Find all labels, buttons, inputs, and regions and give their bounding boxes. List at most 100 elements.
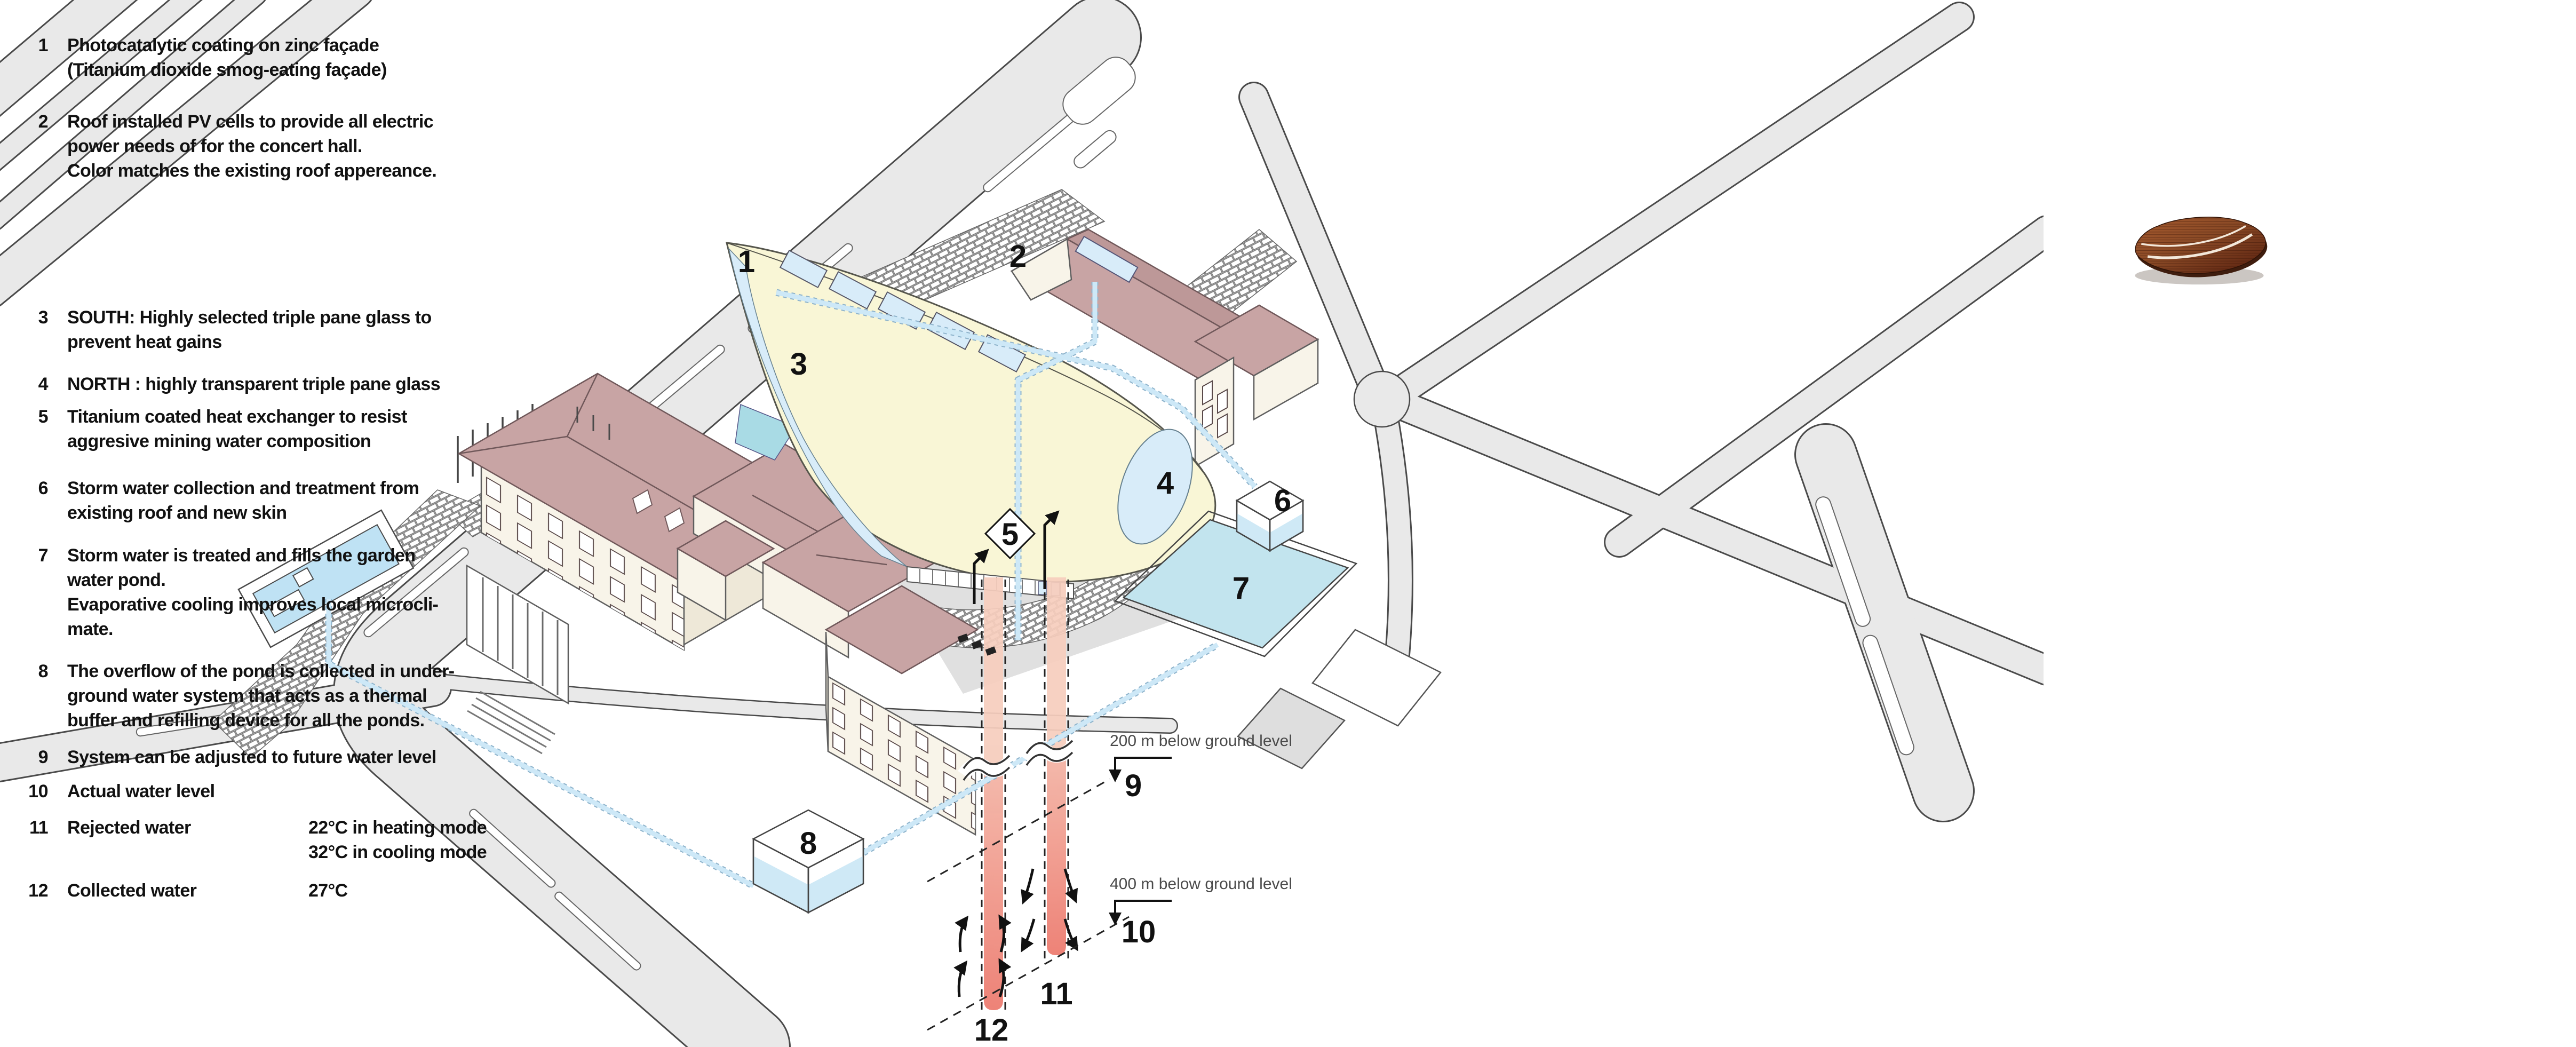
legend-text: Photocatalytic coating on zinc façade (T…: [67, 33, 510, 82]
legend-number: 9: [38, 747, 49, 767]
garden-water-pond: [1114, 510, 1358, 657]
legend-item-5: 5 Titanium coated heat exchanger to resi…: [0, 404, 510, 454]
legend-text: Titanium coated heat exchanger to resist…: [67, 404, 510, 454]
legend-line: Rejected water: [67, 818, 191, 838]
legend-line: SOUTH: Highly selected triple pane glass…: [67, 307, 432, 328]
legend-line: Color matches the existing roof apperean…: [67, 161, 437, 181]
legend-line: Evaporative cooling improves local micro…: [67, 594, 439, 615]
legend-item-10: 10 Actual water level: [0, 779, 510, 804]
callout-6: 6: [1274, 483, 1291, 518]
callout-10: 10: [1122, 915, 1156, 949]
legend-text: The overflow of the pond is collected in…: [67, 659, 510, 733]
legend-number: 3: [38, 307, 49, 328]
legend-text: Rejected water: [67, 815, 510, 840]
borehole-rejected-upper: [1047, 577, 1066, 762]
borehole-collected-upper: [984, 577, 1003, 776]
callout-3: 3: [790, 347, 807, 382]
legend-line: Roof installed PV cells to provide all e…: [67, 112, 434, 132]
level9-arrowhead: [1109, 770, 1122, 782]
legend-number: 1: [38, 35, 49, 55]
legend-line: Storm water collection and treatment fro…: [67, 478, 419, 498]
legend-line: aggresive mining water composition: [67, 431, 371, 451]
legend-item-3: 3 SOUTH: Highly selected triple pane gla…: [0, 305, 510, 354]
borehole-casing-dashes: [981, 580, 1069, 1013]
legend-line: Photocatalytic coating on zinc façade: [67, 35, 379, 55]
concert-hall: [726, 242, 1217, 600]
underground-buffer-box: [752, 809, 865, 914]
courtyard-pond: [735, 403, 797, 461]
legend-temp-line: 32°C in cooling mode: [308, 842, 487, 862]
legend-text: Collected water: [67, 878, 510, 903]
legend-text: Actual water level: [67, 779, 510, 804]
pv-cell-photo: [2135, 217, 2268, 285]
legend-item-2: 2 Roof installed PV cells to provide all…: [0, 109, 510, 183]
legend-line: buffer and refilling device for all the …: [67, 710, 425, 731]
north-glass: [1117, 429, 1193, 545]
boreholes: [984, 577, 1066, 1010]
callout-5: 5: [1001, 517, 1019, 552]
legend-text: Storm water collection and treatment fro…: [67, 476, 510, 525]
borehole-break-marks: [958, 740, 1078, 781]
site-axonometric-drawing: 1 2 3 4 5 6 7 8 9 10 11 12 200 m below g…: [0, 0, 2044, 1047]
legend-text: NORTH : highly transparent triple pane g…: [67, 372, 510, 396]
level10-arrowhead: [1109, 913, 1122, 925]
legend-temperature: 27°C: [308, 878, 532, 903]
legend-temp-line: 22°C in heating mode: [308, 818, 487, 838]
legend-item-4: 4 NORTH : highly transparent triple pane…: [0, 372, 510, 396]
callout-8: 8: [800, 826, 817, 861]
legend-number: 2: [38, 112, 49, 132]
flow-arrows: [953, 868, 1078, 997]
legend-text: Roof installed PV cells to provide all e…: [67, 109, 510, 183]
legend-item-9: 9 System can be adjusted to future water…: [0, 745, 510, 770]
legend-line: The overflow of the pond is collected in…: [67, 661, 455, 681]
legend-line: NORTH : highly transparent triple pane g…: [67, 374, 441, 394]
legend-temp-line: 27°C: [308, 881, 348, 901]
callout-7: 7: [1233, 571, 1250, 606]
legend-item-1: 1 Photocatalytic coating on zinc façade …: [0, 33, 510, 82]
legend-number: 12: [28, 881, 48, 901]
legend-item-11: 11 Rejected water 22°C in heating mode 3…: [0, 815, 510, 862]
callout-5-diamond: [984, 507, 1036, 560]
callout-11: 11: [1040, 977, 1072, 1011]
legend-text: SOUTH: Highly selected triple pane glass…: [67, 305, 510, 354]
legend-text: Storm water is treated and fills the gar…: [67, 543, 510, 641]
depth-label-400m: 400 m below ground level: [1110, 875, 1292, 893]
legend-temperature: 22°C in heating mode 32°C in cooling mod…: [308, 815, 532, 864]
heat-exchanger-callout: [957, 507, 1060, 656]
garden-pool: [237, 509, 415, 648]
legend-number: 8: [38, 661, 49, 681]
building-pv-roof: [1010, 228, 1319, 468]
legend-line: Titanium coated heat exchanger to resist: [67, 407, 407, 427]
legend-line: Storm water is treated and fills the gar…: [67, 545, 416, 566]
legend-line: prevent heat gains: [67, 332, 222, 352]
legend-number: 4: [38, 374, 49, 394]
legend-item-12: 12 Collected water 27°C: [0, 878, 510, 903]
legend-line: mate.: [67, 619, 113, 639]
legend-text: System can be adjusted to future water l…: [67, 745, 510, 770]
callout-9: 9: [1125, 768, 1142, 803]
legend-line: Collected water: [67, 881, 197, 901]
callout-1: 1: [738, 244, 755, 279]
legend-item-7: 7 Storm water is treated and fills the g…: [0, 543, 510, 641]
callout-12: 12: [974, 1013, 1009, 1047]
legend-item-6: 6 Storm water collection and treatment f…: [0, 476, 510, 525]
depth-label-200m: 200 m below ground level: [1110, 732, 1292, 750]
borehole-rejected-deep: [1047, 754, 1066, 955]
legend-number: 6: [38, 478, 49, 498]
legend-line: System can be adjusted to future water l…: [67, 747, 436, 767]
legend-number: 10: [28, 781, 48, 802]
legend-line: Actual water level: [67, 781, 215, 802]
legend-number: 7: [38, 545, 49, 566]
callout-2: 2: [1009, 239, 1027, 274]
legend-line: (Titanium dioxide smog-eating façade): [67, 60, 387, 80]
legend-line: existing roof and new skin: [67, 503, 287, 523]
legend-line: power needs of for the concert hall.: [67, 136, 362, 156]
borehole-collected-deep: [984, 768, 1003, 1010]
existing-buildings: [457, 372, 979, 836]
legend-number: 11: [29, 818, 48, 838]
level-callout-brackets: [1114, 757, 1172, 914]
water-level-lines: [927, 778, 1130, 1031]
road-network: [0, 0, 2044, 1047]
